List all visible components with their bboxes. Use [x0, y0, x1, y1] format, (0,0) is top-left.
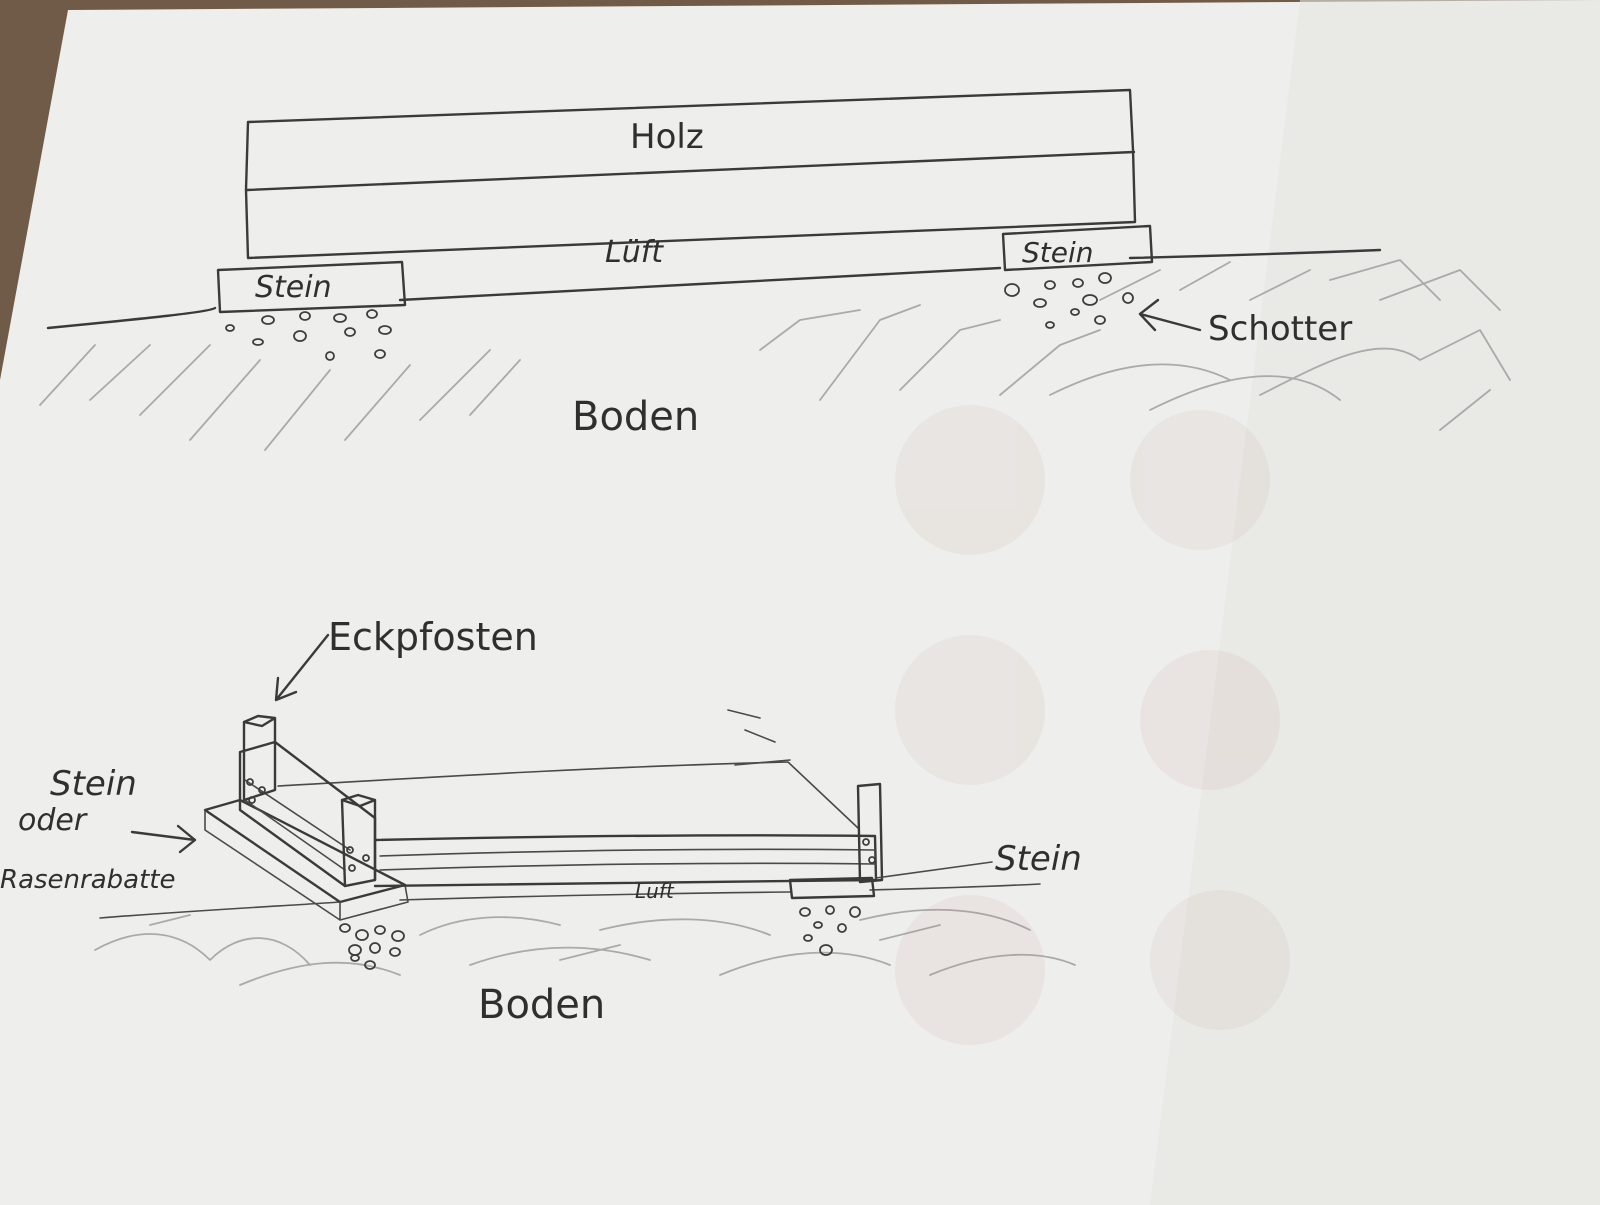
front-board-lines — [379, 848, 876, 871]
perspective-diagram: Stein Luft Eckpfosten — [0, 615, 1082, 1028]
post-screws-front-left — [346, 846, 370, 872]
wood-beam-middle-line — [245, 150, 1136, 192]
corner-post-right — [856, 782, 884, 884]
label-eckpfosten: Eckpfosten — [328, 615, 538, 659]
label-boden-top: Boden — [572, 394, 699, 440]
label-stein-right: Stein — [1022, 236, 1094, 269]
label-luft-bottom: Luft — [635, 879, 675, 903]
gravel-right-top — [1004, 272, 1134, 329]
stone-left — [216, 260, 407, 314]
label-stein-oder-line2: oder — [18, 803, 88, 838]
stone-right-bottom — [788, 876, 876, 900]
left-side-board-lines — [244, 779, 351, 871]
label-boden-bottom: Boden — [478, 982, 605, 1028]
rasenrabatte-arrow — [130, 824, 197, 854]
label-luft-top: Lüft — [605, 235, 664, 270]
schotter-arrow — [1138, 298, 1202, 332]
post-screws-right — [862, 838, 876, 864]
wood-beam-outline — [244, 88, 1137, 260]
gravel-left-bottom — [339, 923, 405, 970]
front-long-board — [373, 834, 878, 888]
ground-line-bottom — [99, 883, 1041, 919]
stone-right — [1001, 224, 1154, 272]
gravel-right-bottom — [799, 905, 861, 956]
label-schotter: Schotter — [1208, 309, 1352, 349]
paper-stains — [895, 405, 1290, 1045]
ground-line-top — [46, 248, 1382, 330]
label-stein-left: Stein — [255, 270, 332, 305]
side-view-diagram: Holz Stein Stein Lüft — [39, 88, 1511, 451]
paper-shadow — [1150, 0, 1600, 1205]
ground-hatching-bottom — [94, 908, 1076, 986]
ground-hatching-top — [39, 259, 1511, 451]
eckpfosten-arrow — [274, 633, 330, 702]
back-board — [277, 761, 859, 829]
corner-post-back-left — [242, 714, 277, 802]
post-screws-back-left — [246, 778, 266, 804]
label-stein-oder-line3: Rasenrabatte — [0, 865, 175, 895]
label-stein-right-bottom: Stein — [995, 839, 1082, 879]
back-sketch-marks — [727, 709, 791, 766]
gravel-left-top — [225, 309, 392, 361]
label-holz: Holz — [630, 117, 704, 157]
left-slab-edge — [204, 809, 409, 921]
label-stein-oder-line1: Stein — [50, 764, 137, 804]
stein-right-pointer — [875, 861, 993, 879]
